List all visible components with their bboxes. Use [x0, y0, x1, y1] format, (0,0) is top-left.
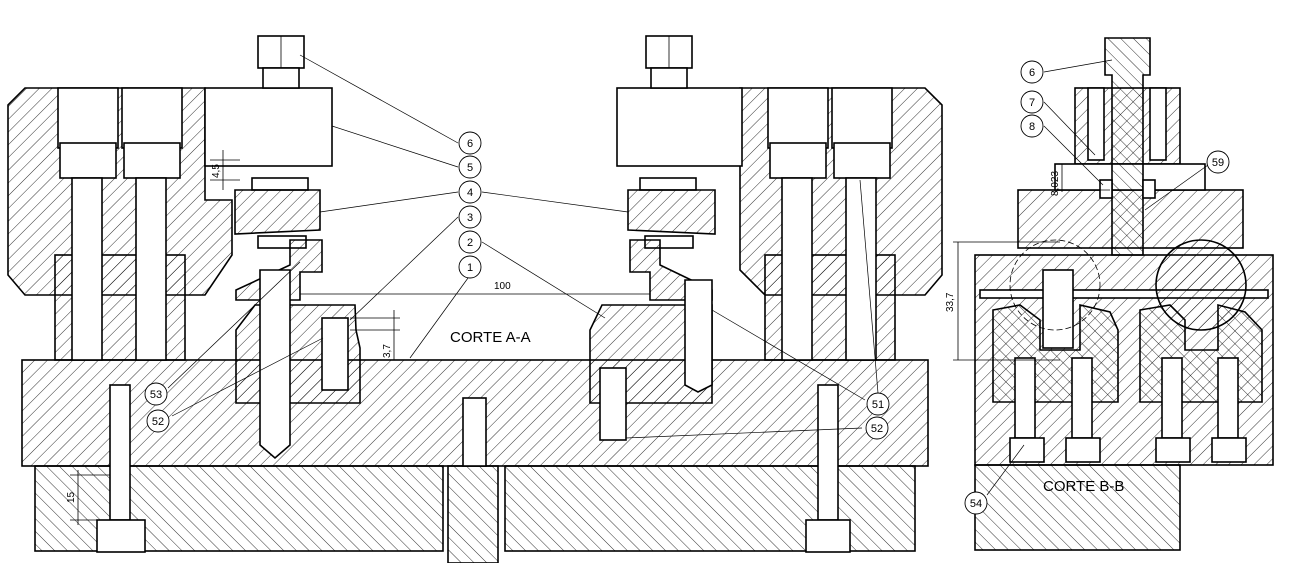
balloon-59: 59: [1206, 150, 1230, 174]
center-slot: [462, 397, 487, 467]
balloon-6: 6: [458, 131, 482, 155]
balloon-53: 53: [144, 382, 168, 406]
svg-text:2: 2: [467, 237, 473, 249]
balloon-2: 2: [458, 230, 482, 254]
bottom-screw-head-right: [805, 519, 851, 553]
svg-text:51: 51: [872, 399, 884, 411]
right-bolt-head-1: [769, 142, 827, 179]
lower-block-right: [504, 465, 916, 552]
svg-text:4: 4: [467, 187, 473, 199]
svg-text:4,5: 4,5: [211, 164, 222, 178]
svg-text:54: 54: [970, 498, 982, 510]
left-bore-1: [57, 87, 119, 149]
svg-text:1: 1: [467, 262, 473, 274]
balloon-8: 8: [1020, 114, 1044, 138]
right-bolt-1: [781, 177, 813, 361]
balloon-6-right: 6: [1020, 60, 1044, 84]
svg-text:52: 52: [152, 416, 164, 428]
svg-text:33,7: 33,7: [945, 292, 956, 312]
section-bb-view: CORTE B-B 8,023 33,7: [945, 37, 1274, 551]
svg-text:6: 6: [467, 138, 473, 150]
dimension-4-5: 4,5: [210, 150, 240, 190]
bottom-screw-right: [817, 384, 839, 521]
balloon-52-right: 52: [865, 416, 889, 440]
left-bolt-head-2: [123, 142, 181, 179]
section-aa-label: CORTE A-A: [450, 329, 531, 346]
svg-text:100: 100: [494, 281, 511, 292]
balloon-7: 7: [1020, 90, 1044, 114]
right-washer: [639, 177, 697, 191]
dimension-8-023: 8,023: [1050, 164, 1110, 196]
right-bolt-2: [845, 177, 877, 361]
bb-detail-circle-left: [1009, 239, 1101, 331]
right-bore-1: [767, 87, 829, 149]
svg-text:3,7: 3,7: [382, 344, 393, 358]
section-aa-view: CORTE A-A 4,5 100 3,7 15: [7, 35, 943, 563]
right-bore-2: [831, 87, 893, 149]
bb-lower-block: [974, 464, 1181, 551]
lower-block-left: [34, 465, 444, 552]
center-column: [447, 465, 499, 563]
svg-text:5: 5: [467, 162, 473, 174]
right-hex-shank: [650, 67, 688, 89]
bottom-screw-head-left: [96, 519, 146, 553]
balloon-1: 1: [458, 255, 482, 279]
dimension-15: 15: [66, 470, 110, 525]
svg-text:8: 8: [1029, 121, 1035, 133]
section-bb-label: CORTE B-B: [1043, 478, 1124, 495]
bottom-screw-left: [109, 384, 131, 521]
balloon-52-left: 52: [146, 409, 170, 433]
svg-text:7: 7: [1029, 97, 1035, 109]
balloon-3: 3: [458, 205, 482, 229]
dimension-33-7: 33,7: [945, 241, 1060, 361]
left-bolt-1: [71, 177, 103, 361]
bb-detail-circle-right: [1155, 239, 1247, 331]
balloon-5: 5: [458, 155, 482, 179]
svg-text:59: 59: [1212, 157, 1224, 169]
left-pressure-pad: [234, 189, 321, 235]
svg-text:15: 15: [66, 491, 77, 503]
right-clamp-arm: [616, 87, 743, 167]
dimension-3-7: 3,7: [350, 310, 400, 360]
right-pressure-pad: [627, 189, 716, 235]
left-washer: [251, 177, 309, 191]
svg-text:53: 53: [150, 389, 162, 401]
right-long-bolt: [684, 279, 713, 393]
left-pin: [321, 317, 349, 391]
bb-central-bolt: [1104, 37, 1151, 256]
left-clamp-arm: [204, 87, 333, 167]
balloon-54: 54: [964, 491, 988, 515]
svg-text:8,023: 8,023: [1050, 171, 1061, 196]
balloon-4: 4: [458, 180, 482, 204]
left-bolt-head-1: [59, 142, 117, 179]
svg-text:3: 3: [467, 212, 473, 224]
right-pin: [599, 367, 627, 441]
left-bolt-2: [135, 177, 167, 361]
right-bolt-head-2: [833, 142, 891, 179]
left-long-bolt: [259, 269, 291, 460]
dimension-100: 100: [300, 281, 650, 295]
left-hex-shank: [262, 67, 300, 89]
balloon-51: 51: [866, 392, 890, 416]
svg-text:52: 52: [871, 423, 883, 435]
svg-text:6: 6: [1029, 67, 1035, 79]
bb-slot: [979, 289, 1269, 299]
left-bore-2: [121, 87, 183, 149]
